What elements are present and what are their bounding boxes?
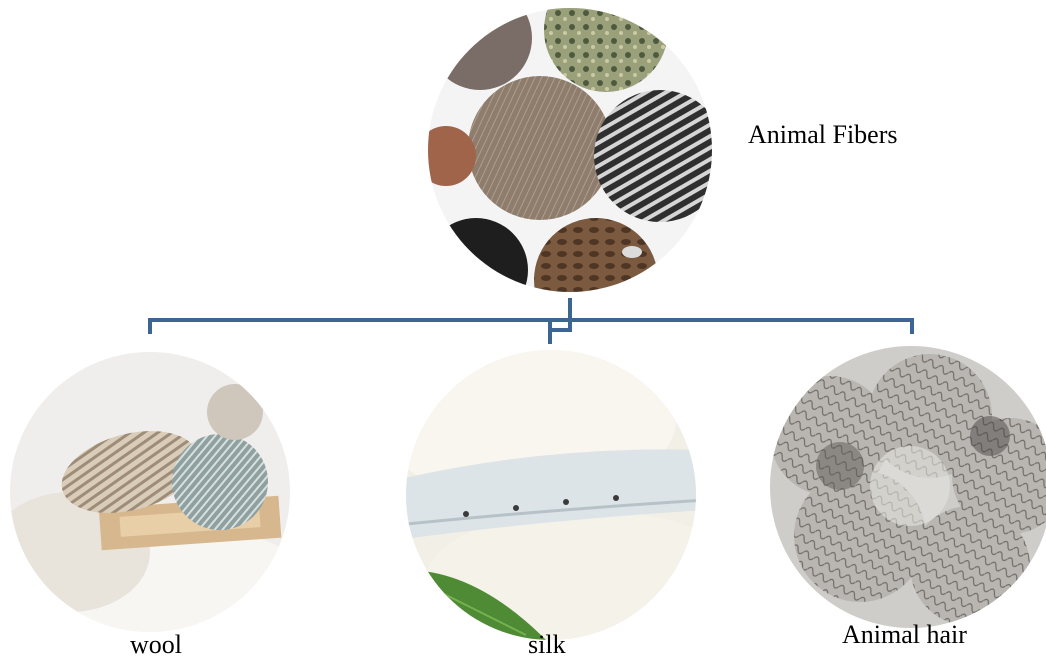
wool-label: wool: [130, 632, 182, 658]
wool-image: [10, 352, 290, 632]
animal-fibers-image: [428, 8, 712, 292]
silk-image: [406, 350, 696, 640]
animal-fibers-label: Animal Fibers: [748, 122, 898, 148]
animal-hair-image: [770, 346, 1046, 628]
connector-bar: [150, 320, 912, 334]
animal-hair-label: Animal hair: [842, 622, 967, 648]
silk-label: silk: [528, 632, 566, 658]
